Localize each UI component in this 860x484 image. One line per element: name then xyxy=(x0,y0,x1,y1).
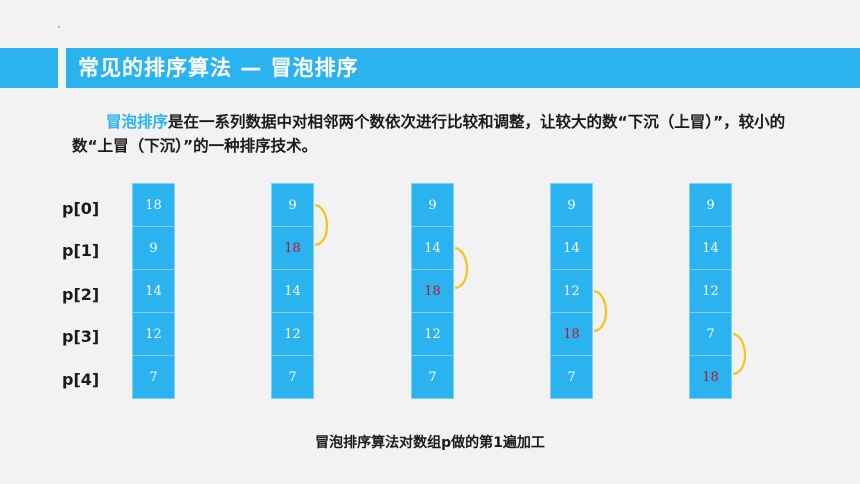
title-bar xyxy=(66,48,860,88)
array-cell: 9 xyxy=(412,184,453,227)
swap-arc-icon xyxy=(314,203,329,247)
swap-arc-icon xyxy=(454,246,469,290)
array-cell: 7 xyxy=(428,370,437,385)
swap-arc-icon xyxy=(593,289,608,333)
array-cell: 14 xyxy=(133,270,174,313)
array-cell: 14 xyxy=(272,270,313,313)
swap-arc-icon xyxy=(732,332,747,376)
array-cell: 14 xyxy=(690,227,731,270)
swap-arc-path xyxy=(454,246,469,290)
array-cell: 18 xyxy=(702,370,719,385)
array-cell: 12 xyxy=(551,270,592,313)
array-cell: 9 xyxy=(133,227,174,270)
array-cell: 12 xyxy=(412,313,453,356)
array-cell: 9 xyxy=(551,184,592,227)
array-cell: 12 xyxy=(272,313,313,356)
array-cell: 7 xyxy=(567,370,576,385)
swap-arc-path xyxy=(593,289,608,333)
array-cell: 7 xyxy=(149,370,158,385)
array-cell: 7 xyxy=(288,370,297,385)
array-cell: 18 xyxy=(551,313,592,356)
swap-arc-path xyxy=(314,203,329,247)
array-cell: 14 xyxy=(412,227,453,270)
array-cell: 18 xyxy=(272,227,313,270)
swap-arc-path xyxy=(732,332,747,376)
row-label-p2: p[2] xyxy=(62,285,100,304)
array-cell: 12 xyxy=(133,313,174,356)
array-cell: 9 xyxy=(272,184,313,227)
row-label-p4: p[4] xyxy=(62,370,100,389)
array-cell: 12 xyxy=(690,270,731,313)
array-cell: 14 xyxy=(551,227,592,270)
array-cell: 9 xyxy=(690,184,731,227)
decorative-dot xyxy=(58,26,60,28)
array-cell: 18 xyxy=(133,184,174,227)
intro-highlight: 冒泡排序 xyxy=(106,113,169,131)
page-title: 常见的排序算法 — 冒泡排序 xyxy=(78,56,359,80)
array-cell: 7 xyxy=(690,313,731,356)
row-label-p0: p[0] xyxy=(62,199,100,218)
row-label-p3: p[3] xyxy=(62,327,100,346)
intro-paragraph: 冒泡排序是在一系列数据中对相邻两个数依次进行比较和调整，让较大的数“下沉（上冒）… xyxy=(72,110,802,158)
array-cell: 18 xyxy=(412,270,453,313)
intro-text: 是在一系列数据中对相邻两个数依次进行比较和调整，让较大的数“下沉（上冒）”，较小… xyxy=(72,113,786,155)
title-accent-block xyxy=(0,48,58,88)
figure-caption: 冒泡排序算法对数组p做的第1遍加工 xyxy=(315,435,545,451)
row-label-p1: p[1] xyxy=(62,241,100,260)
